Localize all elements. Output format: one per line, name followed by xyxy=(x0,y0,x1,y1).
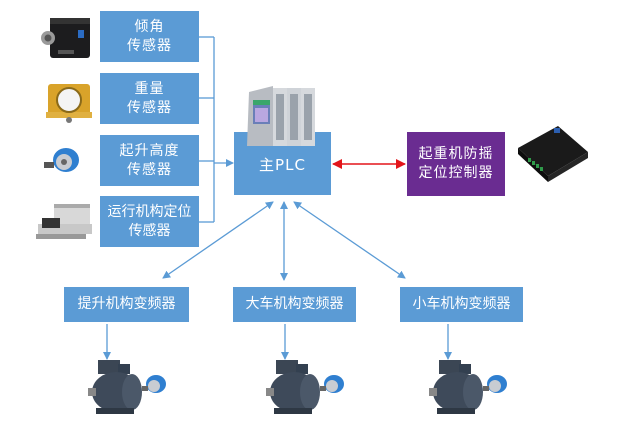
position-sensor-device-icon xyxy=(36,204,92,239)
sensor-box-weight: 重量传感器 xyxy=(100,73,199,124)
crane-motor-with-encoder-icon xyxy=(266,360,344,414)
rotary-encoder-icon xyxy=(44,148,79,172)
drive-motor-links xyxy=(103,324,452,360)
drive-label: 提升机构变频器 xyxy=(77,296,176,312)
plc-trolley-arrow xyxy=(293,201,406,279)
main-plc-label: 主PLC xyxy=(259,156,306,174)
hoist-drive-box: 提升机构变频器 xyxy=(64,287,189,322)
controller-box-icon xyxy=(518,126,588,182)
sensor-label-line1: 重量 xyxy=(134,80,165,97)
sensor-label-line1: 起升高度 xyxy=(119,142,180,159)
plc-drive-links xyxy=(162,201,406,281)
drive-label: 小车机构变频器 xyxy=(412,296,511,312)
hoist-motor-with-encoder-icon xyxy=(88,360,166,414)
sensor-label-line1: 倾角 xyxy=(134,18,165,35)
controller-label-line2: 定位控制器 xyxy=(418,165,494,181)
sensor-box-travel-position: 运行机构定位传感器 xyxy=(100,196,199,247)
sensor-bus xyxy=(199,36,234,223)
tilt-sensor-device-icon xyxy=(41,18,90,58)
sensor-label-line2: 传感器 xyxy=(127,37,172,54)
controller-label-line1: 起重机防摇 xyxy=(418,146,494,162)
drive-label: 大车机构变频器 xyxy=(245,296,344,312)
plc-hoist-arrow xyxy=(162,201,274,279)
sensor-label-line2: 传感器 xyxy=(127,161,172,178)
sensor-label-line1: 运行机构定位 xyxy=(107,203,192,220)
trolley-drive-box: 小车机构变频器 xyxy=(400,287,523,322)
sensor-box-tilt: 倾角传感器 xyxy=(100,11,199,62)
weight-sensor-device-icon xyxy=(46,84,92,123)
anti-sway-controller-box: 起重机防摇定位控制器 xyxy=(407,132,505,196)
sensor-label-line2: 传感器 xyxy=(128,222,171,239)
plc-unit-icon xyxy=(247,86,315,146)
crane-drive-box: 大车机构变频器 xyxy=(233,287,356,322)
sensor-label-line2: 传感器 xyxy=(127,99,172,116)
sensor-box-lift-height: 起升高度传感器 xyxy=(100,135,199,186)
trolley-motor-with-encoder-icon xyxy=(429,360,507,414)
